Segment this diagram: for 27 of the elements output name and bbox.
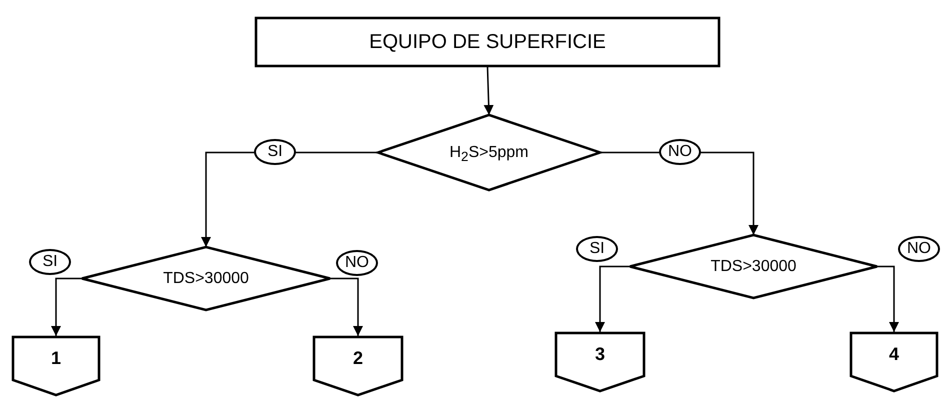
arrow — [51, 278, 82, 336]
node-label: EQUIPO DE SUPERFICIE — [369, 30, 606, 54]
decision-diamond — [630, 235, 877, 298]
decision-diamond — [82, 247, 330, 310]
decision-diamond — [378, 115, 600, 190]
off-page-connector — [12, 336, 100, 396]
edge-label: SI — [254, 139, 296, 165]
arrow — [330, 278, 363, 336]
node-label: TDS>30000 — [163, 268, 249, 288]
connector-number: 3 — [594, 343, 605, 366]
arrow — [484, 66, 494, 116]
arrow — [877, 266, 899, 332]
connector-number: 1 — [50, 347, 61, 370]
edge-label: NO — [898, 236, 940, 262]
node-label: TDS>30000 — [710, 256, 796, 276]
off-page-connector — [555, 332, 645, 392]
process-box — [255, 17, 720, 67]
off-page-connector — [850, 332, 938, 392]
node-label: H$_{2}$S>5ppm — [449, 142, 529, 166]
connector-number: 2 — [352, 347, 363, 370]
arrow — [595, 266, 630, 332]
off-page-connector — [313, 336, 403, 396]
edge-label: SI — [29, 249, 71, 275]
edge-label: SI — [576, 236, 618, 262]
edge-label: NO — [659, 139, 701, 165]
connector-number: 4 — [888, 343, 899, 366]
edge-label: NO — [336, 250, 378, 276]
